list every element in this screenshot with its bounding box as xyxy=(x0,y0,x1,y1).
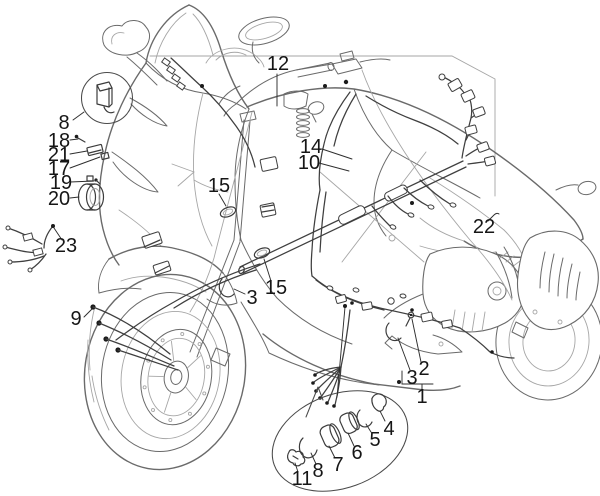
motorcycle-line-art xyxy=(83,4,599,471)
fairing-modules xyxy=(141,156,279,276)
part-label-19-4: 19 xyxy=(50,172,72,194)
rear-connectors xyxy=(438,73,497,167)
tire-tread xyxy=(87,305,110,431)
callout-graphics xyxy=(53,71,500,492)
center-stand xyxy=(383,293,529,355)
part-label-5-19: 5 xyxy=(369,429,380,451)
part-label-2-15: 2 xyxy=(418,358,429,380)
fastener-parts xyxy=(74,134,110,185)
ring-8 xyxy=(298,437,318,459)
right-mirror xyxy=(238,16,290,64)
sleeve-7 xyxy=(319,423,342,448)
part-label-15-12: 15 xyxy=(265,277,287,299)
wheel-spokes xyxy=(148,340,201,413)
part-label-20-5: 20 xyxy=(48,188,70,210)
front-fork xyxy=(189,110,257,358)
part-label-15-11: 15 xyxy=(208,175,230,197)
left-mirror xyxy=(102,20,168,86)
floorboard xyxy=(240,239,461,392)
part-label-1-17: 1 xyxy=(416,386,427,408)
rear-turn-signal xyxy=(555,180,597,196)
part-label-21-2: 21 xyxy=(48,144,70,166)
part-label-12-8: 12 xyxy=(267,53,289,75)
front-wheel xyxy=(83,273,247,471)
harness-sleeve xyxy=(338,205,366,225)
part-label-17-3: 17 xyxy=(48,158,70,180)
part-label-23-6: 23 xyxy=(55,235,77,257)
battery-lead-fan xyxy=(311,309,351,408)
hook-4 xyxy=(371,393,387,412)
part-label-9-7: 9 xyxy=(70,308,81,330)
steering-bellows xyxy=(296,108,310,138)
connector-stack xyxy=(161,57,186,91)
muffler-slots xyxy=(539,251,581,301)
clamp-detail-bubble xyxy=(271,304,409,492)
dashboard xyxy=(205,47,265,68)
part-label-4-18: 4 xyxy=(383,418,394,440)
floor-connectors xyxy=(326,285,453,329)
leader-lines xyxy=(53,73,500,473)
part-label-18-1: 18 xyxy=(48,130,70,152)
fender-cable-clips xyxy=(90,304,179,371)
part-label-11-23: 11 xyxy=(292,468,313,490)
exhaust-muffler xyxy=(495,230,599,331)
brake-disc-holes xyxy=(142,332,210,423)
windshield xyxy=(145,4,250,110)
part-label-14-9: 14 xyxy=(300,136,322,158)
part-label-3-13: 3 xyxy=(246,287,257,309)
front-fairing xyxy=(98,62,250,266)
front-caliper xyxy=(210,347,231,367)
grommets xyxy=(219,206,271,259)
handlebar-controls xyxy=(218,50,391,138)
ring-5 xyxy=(356,409,373,428)
rear-brake-hose xyxy=(361,69,513,301)
clamp-3-front xyxy=(218,278,235,298)
part-label-8-0: 8 xyxy=(58,112,69,134)
mid-branches xyxy=(371,179,457,230)
part-label-10-10: 10 xyxy=(298,152,320,174)
pigtail-23 xyxy=(2,224,55,273)
part-label-7-21: 7 xyxy=(332,454,343,476)
front-fender xyxy=(98,245,238,306)
part-label-22-14: 22 xyxy=(473,216,495,238)
part-label-8-22: 8 xyxy=(312,460,323,482)
harness-sleeve xyxy=(384,184,408,202)
clip-11 xyxy=(287,449,306,467)
horn xyxy=(77,175,105,211)
part-label-3-16: 3 xyxy=(406,367,417,389)
bolt-2 xyxy=(405,311,415,327)
wiring-harness xyxy=(2,57,515,408)
section-boundary-frame xyxy=(149,55,496,197)
relay-detail-circle xyxy=(80,71,134,125)
clamp-3-bottom xyxy=(385,322,402,342)
part-label-6-20: 6 xyxy=(351,442,362,464)
